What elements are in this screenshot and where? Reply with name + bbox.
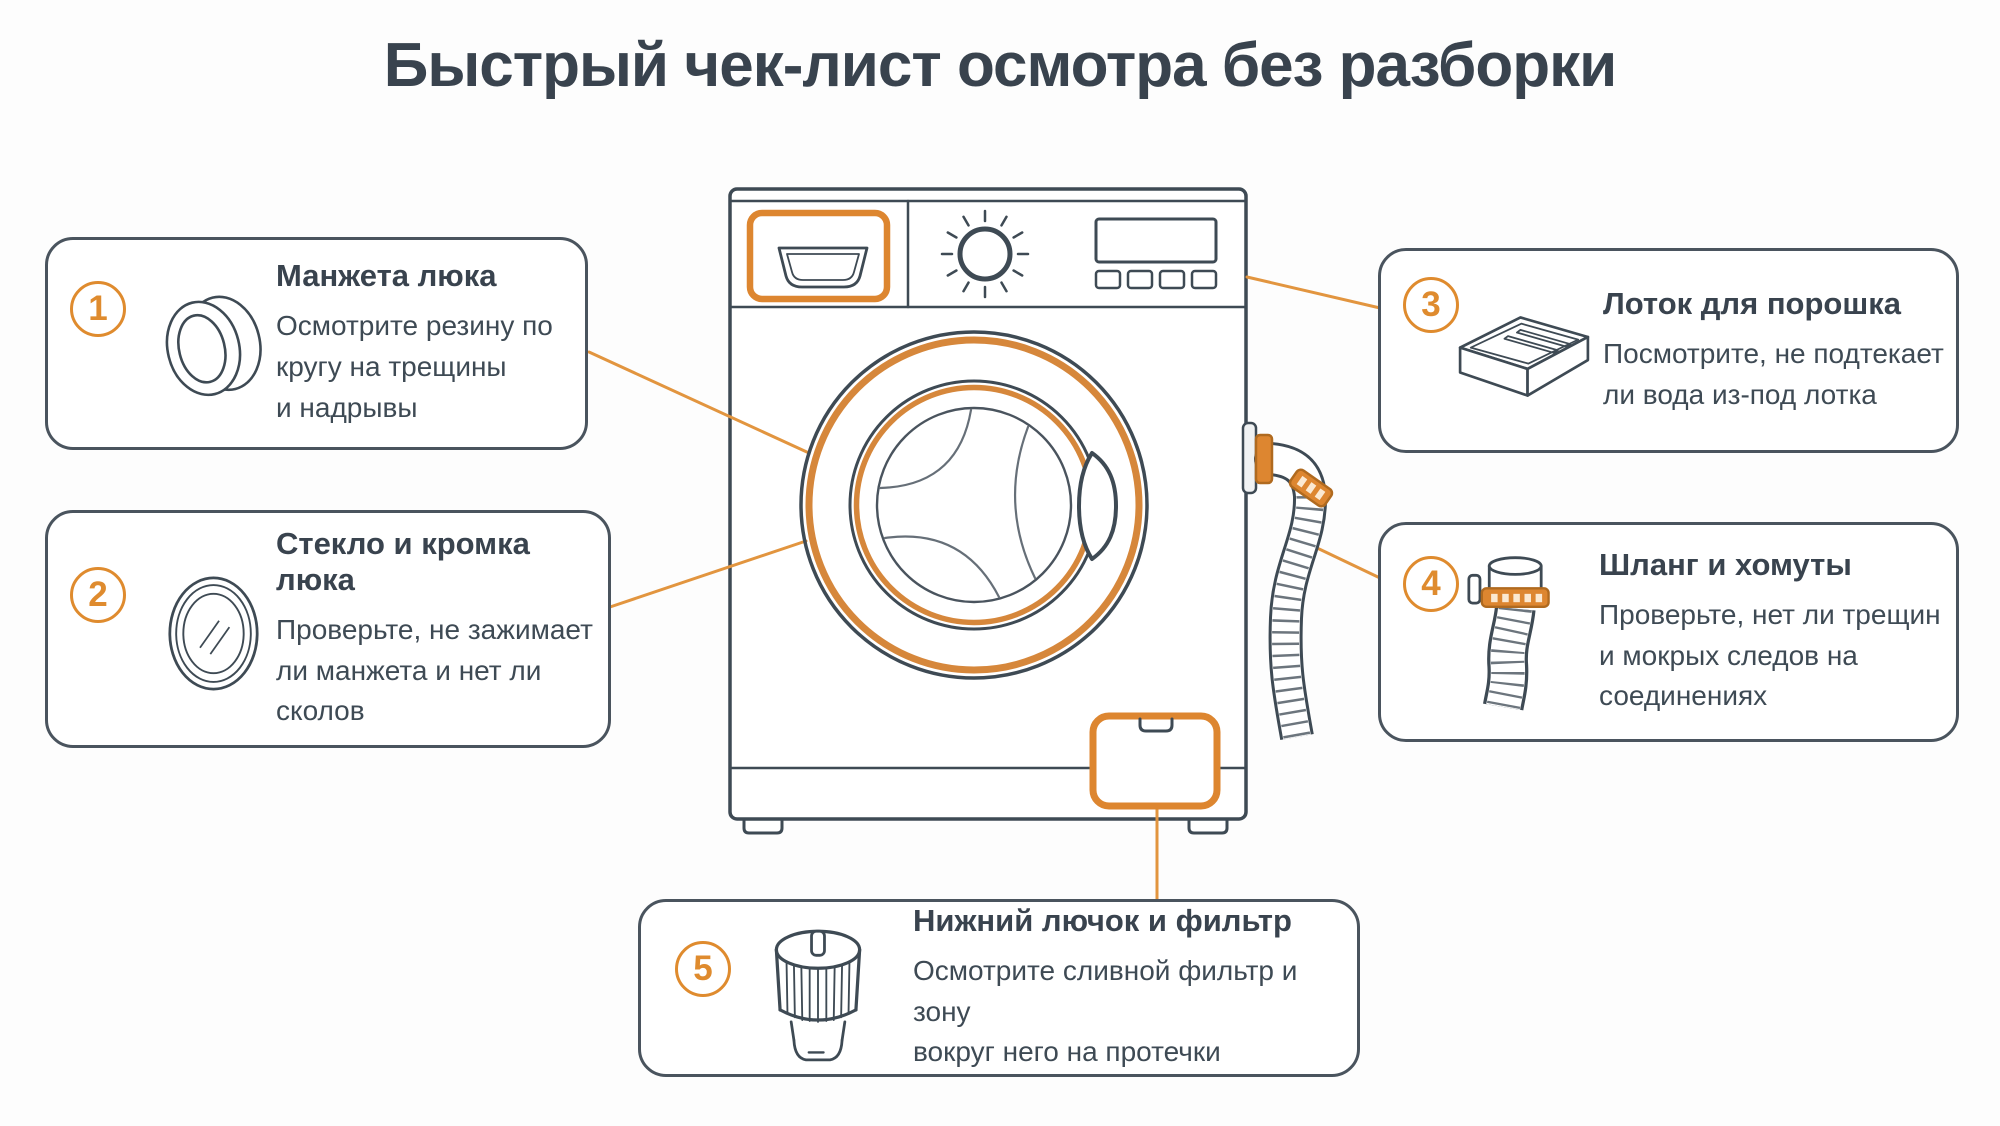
program-knob xyxy=(940,209,1030,299)
connector-line-1 xyxy=(587,350,811,455)
drain-filter-icon xyxy=(759,922,877,1075)
callout-title: Шланг и хомуты xyxy=(1599,546,1852,582)
drum-circle xyxy=(875,406,1073,604)
step-number-badge: 4 xyxy=(1403,556,1459,612)
checklist-item-glass: 2 Стекло и кромка люка Проверьте, не заж… xyxy=(45,510,611,748)
drain-hose xyxy=(1241,421,1334,740)
control-display xyxy=(1094,217,1218,290)
callout-title: Нижний лючок и фильтр xyxy=(913,902,1292,938)
panel-button xyxy=(1094,269,1122,290)
step-number-badge: 3 xyxy=(1403,277,1459,333)
panel-button xyxy=(1190,269,1218,290)
connector-line-4 xyxy=(1313,545,1382,580)
hose-ribs xyxy=(1272,495,1324,740)
callout-body: Осмотрите резину по кругу на трещины и н… xyxy=(276,310,553,423)
door-handle xyxy=(1077,451,1118,561)
checklist-item-filter: 5 Нижний лючок и фильтр xyxy=(638,899,1360,1077)
connector-line-3 xyxy=(1245,275,1382,310)
callout-body: Проверьте, нет ли трещин и мокрых следов… xyxy=(1599,598,1941,712)
callout-body: Проверьте, не зажимает ли манжета и нет … xyxy=(276,613,593,727)
checklist-item-tray: 3 Лоток для порошка Посмотрите, не подте… xyxy=(1378,248,1959,453)
panel-button xyxy=(1126,269,1154,290)
callout-text: Лоток для порошка Посмотрите, не подтека… xyxy=(1603,251,1944,450)
callout-title: Манжета люка xyxy=(276,258,497,294)
machine-foot-right xyxy=(1187,817,1229,835)
callout-text: Нижний лючок и фильтр Осмотрите сливной … xyxy=(913,902,1343,1074)
checklist-item-hose: 4 Шланг и хомуты Проверьте, нет ли трещи… xyxy=(1378,522,1959,742)
door-gasket-icon xyxy=(140,268,278,431)
connector-lines xyxy=(587,275,1382,903)
step-number-badge: 1 xyxy=(70,281,126,337)
callout-title: Стекло и кромка люка xyxy=(276,525,530,597)
hose-clamp-upper xyxy=(1254,433,1274,485)
detergent-drawer xyxy=(746,209,891,303)
door-glass-icon xyxy=(146,551,281,721)
checklist-item-gasket: 1 Манжета люка Осмотрите резину по кругу… xyxy=(45,237,588,450)
connector-line-2 xyxy=(608,539,808,609)
callout-body: Посмотрите, не подтекает ли вода из-под … xyxy=(1603,337,1944,410)
hatch-notch xyxy=(1138,717,1174,733)
callout-text: Шланг и хомуты Проверьте, нет ли трещин … xyxy=(1599,525,1944,739)
machine-foot-left xyxy=(742,817,784,835)
step-number-badge: 2 xyxy=(70,567,126,623)
bottom-hatch xyxy=(1089,712,1221,810)
callout-body: Осмотрите сливной фильтр и зону вокруг н… xyxy=(913,954,1298,1068)
hose-clamp-icon xyxy=(1467,549,1569,729)
drum-paddles xyxy=(878,408,1037,599)
detergent-tray-icon xyxy=(1453,303,1595,415)
callout-text: Манжета люка Осмотрите резину по кругу н… xyxy=(276,240,567,447)
machine-body xyxy=(728,187,1248,835)
panel-button xyxy=(1158,269,1186,290)
step-number-badge: 5 xyxy=(675,941,731,997)
callout-title: Лоток для порошка xyxy=(1603,285,1901,321)
page-title: Быстрый чек-лист осмотра без разборки xyxy=(383,31,1618,100)
callout-text: Стекло и кромка люка Проверьте, не зажим… xyxy=(276,513,594,745)
machine-door xyxy=(799,330,1149,680)
hose-clamp-lower xyxy=(1288,468,1334,508)
